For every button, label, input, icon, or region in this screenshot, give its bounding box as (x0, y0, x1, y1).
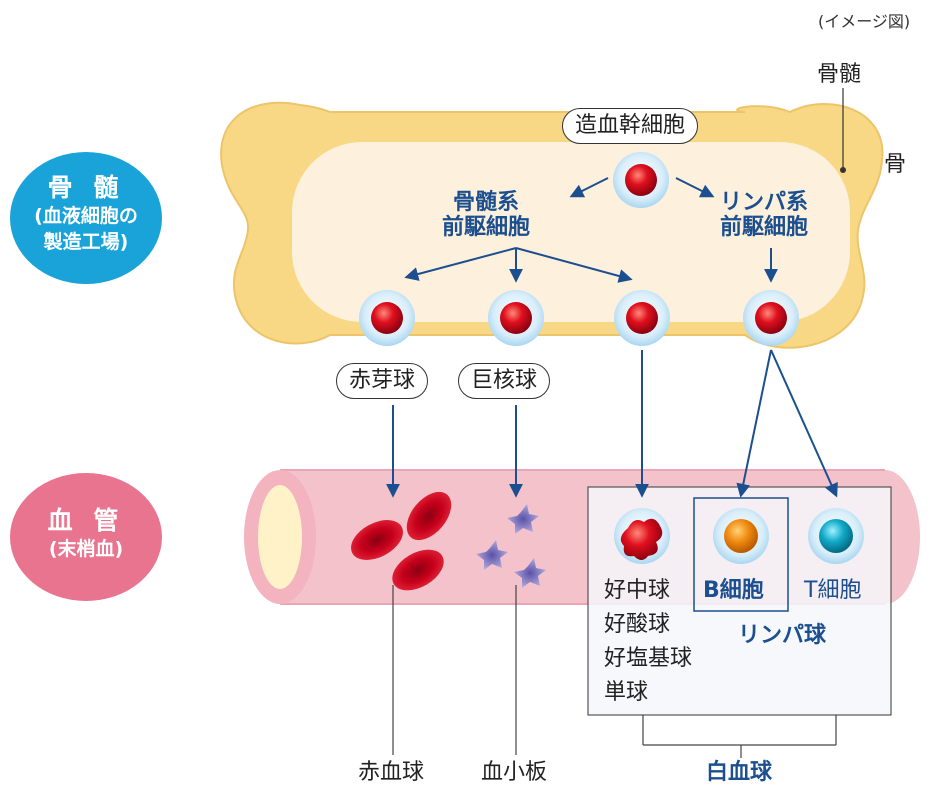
stem-cell-icon (613, 152, 669, 208)
t-cell-icon (808, 508, 864, 564)
granulocyte-item-basophil: 好塩基球 (604, 646, 693, 671)
myeloid-line2: 前駆細胞 (442, 215, 531, 241)
red-blood-cell-icon (351, 491, 452, 591)
lymphoid-precursor-icon (743, 290, 799, 346)
granulocyte-list: 好中球 好酸球 好塩基球 単球 (604, 574, 692, 710)
lymphoid-progenitor-label: リンパ系 前駆細胞 (720, 190, 808, 241)
marrow-pointer-dot (840, 167, 846, 173)
granulocyte-item-neutrophil: 好中球 (604, 578, 671, 603)
megakaryocyte-precursor-icon (488, 290, 544, 346)
red-blood-cell-label: 赤血球 (358, 760, 425, 785)
erythroblast-label: 赤芽球 (336, 363, 429, 399)
bone-marrow-label: 骨髄 (817, 62, 862, 87)
bone-label: 骨 (884, 152, 907, 177)
b-cell-icon (713, 508, 769, 564)
bone-marrow-circle-title: 骨 髄 (47, 173, 125, 202)
lymphoid-line1: リンパ系 (720, 190, 809, 215)
myeloid-line1: 骨髄系 (453, 190, 520, 215)
bone-marrow-circle: 骨 髄 (血液細胞の 製造工場) (10, 152, 162, 284)
myeloid-progenitor-label: 骨髄系 前駆細胞 (442, 190, 530, 241)
bone-marrow-circle-sub2: 製造工場) (43, 230, 129, 253)
megakaryocyte-label: 巨核球 (458, 363, 551, 399)
lymphocyte-label: リンパ球 (738, 623, 827, 648)
white-blood-cell-label: 白血球 (706, 760, 773, 785)
t-cell-label: T細胞 (804, 578, 862, 603)
erythroblast-precursor-icon (359, 290, 415, 346)
blood-vessel-circle-sub1: (末梢血) (48, 538, 124, 560)
granulocyte-item-eosinophil: 好酸球 (604, 612, 671, 637)
bone-marrow-circle-sub1: (血液細胞の (34, 205, 138, 227)
platelet-label: 血小板 (481, 760, 548, 785)
b-cell-highlight-box (693, 497, 789, 612)
platelet-icon (476, 504, 546, 588)
neutrophil-icon (614, 508, 670, 564)
blood-vessel-circle: 血 管 (末梢血) (10, 473, 162, 601)
granulocyte-item-monocyte: 単球 (604, 680, 649, 705)
blood-vessel-circle-title: 血 管 (47, 506, 125, 535)
lymphoid-line2: 前駆細胞 (720, 215, 809, 241)
b-cell-label: B細胞 (703, 578, 764, 603)
differentiation-arrows (386, 177, 838, 498)
image-note: (イメージ図) (818, 12, 911, 31)
granulocyte-precursor-icon (614, 290, 670, 346)
bottom-leader-lines (392, 585, 837, 758)
stem-cell-label: 造血幹細胞 (562, 108, 699, 144)
